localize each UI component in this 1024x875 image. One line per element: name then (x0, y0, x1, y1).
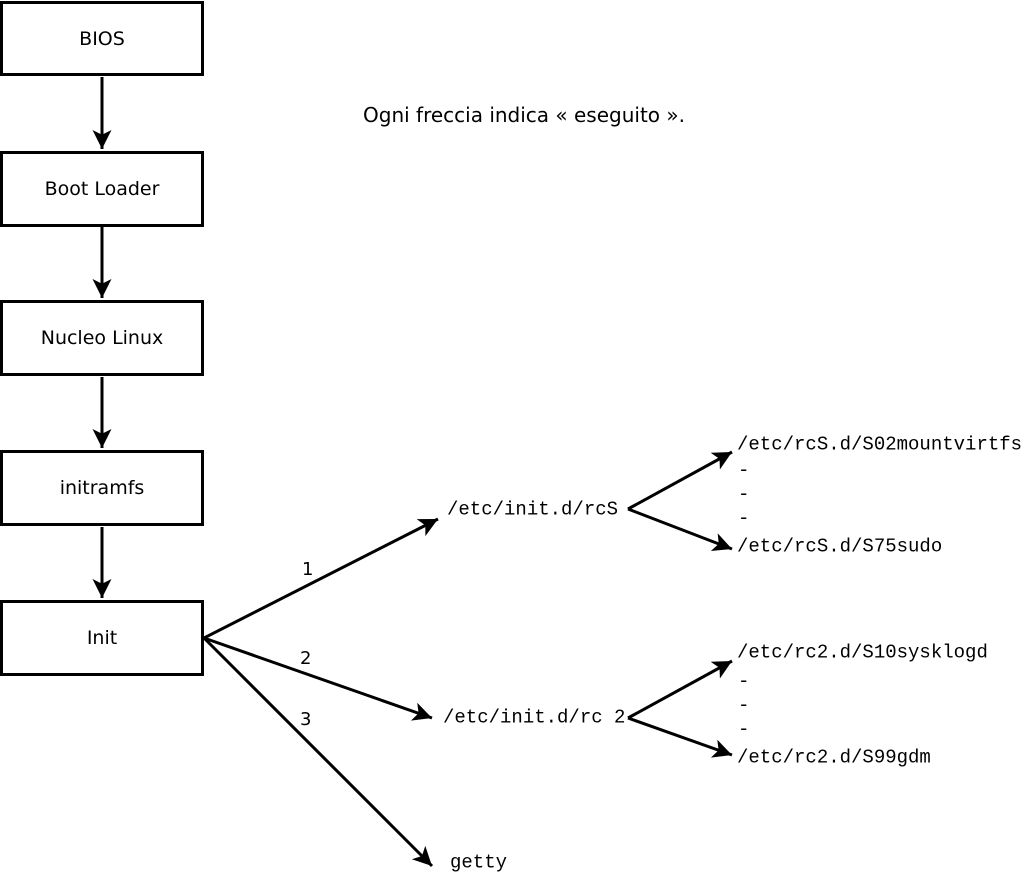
rc2-ellipsis-dash: - (738, 694, 750, 717)
box-bios: BIOS (0, 1, 204, 76)
rcs-ellipsis-dash: - (738, 483, 750, 506)
arrow-rcs-to-s02 (627, 450, 733, 511)
edge-label-1: 1 (302, 559, 314, 580)
edge-label-3: 3 (300, 709, 312, 730)
diagram-note: Ogni freccia indica « eseguito ». (363, 103, 685, 127)
arrow-rcs-to-s75 (627, 507, 733, 552)
box-nucleo-linux: Nucleo Linux (0, 300, 204, 376)
arrow-rc2-to-s99 (627, 716, 733, 758)
rcs-ellipsis-dash: - (738, 459, 750, 482)
rc2-ellipsis-dash: - (738, 718, 750, 741)
box-bios-label: BIOS (79, 27, 125, 50)
edge-label-2: 2 (300, 648, 312, 669)
box-boot-loader: Boot Loader (0, 151, 204, 227)
box-boot-loader-label: Boot Loader (44, 178, 160, 200)
node-rc2-first-script: /etc/rc2.d/S10sysklogd (737, 641, 988, 664)
node-rc2-script: /etc/init.d/rc 2 (443, 706, 626, 729)
box-initramfs-label: initramfs (59, 477, 145, 499)
node-rcs-script: /etc/init.d/rcS (447, 498, 619, 521)
box-nucleo-linux-label: Nucleo Linux (40, 327, 164, 349)
arrow-init-to-rc2 (203, 636, 433, 721)
node-rcs-last-script: /etc/rcS.d/S75sudo (737, 535, 943, 558)
rcs-ellipsis-dash: - (738, 507, 750, 530)
rc2-ellipsis-dash: - (738, 670, 750, 693)
arrow-rc2-to-s10 (627, 659, 733, 720)
arrow-init-to-rcs (203, 517, 439, 640)
box-init: Init (0, 600, 204, 676)
node-getty: getty (450, 851, 508, 874)
arrow-init-to-getty (202, 636, 434, 868)
box-initramfs: initramfs (0, 450, 204, 526)
box-init-label: Init (86, 627, 118, 649)
node-rc2-last-script: /etc/rc2.d/S99gdm (737, 746, 931, 769)
node-rcs-first-script: /etc/rcS.d/S02mountvirtfs (737, 433, 1023, 456)
